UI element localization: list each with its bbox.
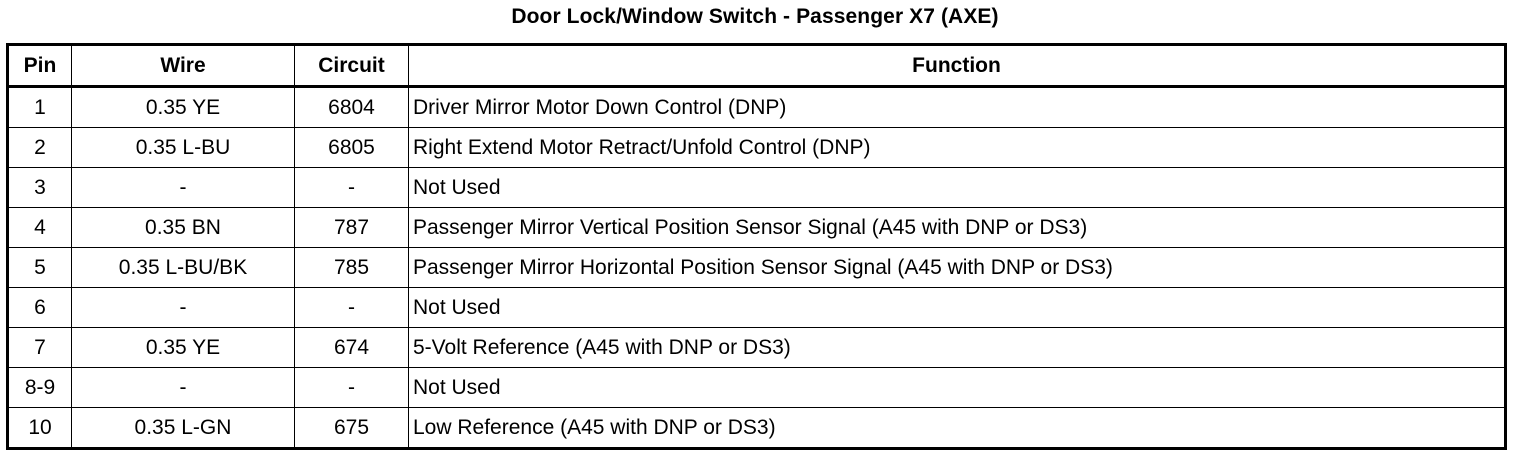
cell-circuit: - (294, 287, 409, 328)
cell-wire: 0.35 L-BU/BK (71, 247, 295, 288)
table-row: 3 - - Not Used (7, 167, 1506, 208)
cell-circuit: 6804 (294, 86, 409, 128)
table-row: 5 0.35 L-BU/BK 785 Passenger Mirror Hori… (7, 247, 1506, 288)
cell-wire: 0.35 L-BU (71, 127, 295, 168)
cell-circuit: 785 (294, 247, 409, 288)
connector-pinout-table: Pin Wire Circuit Function 1 0.35 YE 6804… (6, 43, 1507, 450)
cell-function: Right Extend Motor Retract/Unfold Contro… (408, 127, 1506, 168)
table-row: 4 0.35 BN 787 Passenger Mirror Vertical … (7, 207, 1506, 248)
header-pin: Pin (7, 44, 72, 88)
cell-wire: - (71, 167, 295, 208)
cell-function: Passenger Mirror Vertical Position Senso… (408, 207, 1506, 248)
cell-function: Passenger Mirror Horizontal Position Sen… (408, 247, 1506, 288)
cell-function: Not Used (408, 167, 1506, 208)
cell-function: Not Used (408, 287, 1506, 328)
cell-circuit: - (294, 367, 409, 408)
cell-function: Driver Mirror Motor Down Control (DNP) (408, 86, 1506, 128)
header-circuit: Circuit (294, 44, 409, 88)
cell-pin: 2 (7, 127, 72, 168)
cell-pin: 8-9 (7, 367, 72, 408)
table-row: 7 0.35 YE 674 5-Volt Reference (A45 with… (7, 327, 1506, 368)
table-row: 10 0.35 L-GN 675 Low Reference (A45 with… (7, 407, 1506, 449)
cell-pin: 10 (7, 407, 72, 449)
cell-pin: 1 (7, 86, 72, 128)
table-header-row: Pin Wire Circuit Function (7, 44, 1506, 88)
header-wire: Wire (71, 44, 295, 88)
table-row: 8-9 - - Not Used (7, 367, 1506, 408)
cell-function: Not Used (408, 367, 1506, 408)
cell-circuit: 674 (294, 327, 409, 368)
cell-pin: 3 (7, 167, 72, 208)
cell-circuit: 6805 (294, 127, 409, 168)
cell-circuit: - (294, 167, 409, 208)
header-function: Function (408, 44, 1506, 88)
cell-function: 5-Volt Reference (A45 with DNP or DS3) (408, 327, 1506, 368)
cell-pin: 4 (7, 207, 72, 248)
cell-function: Low Reference (A45 with DNP or DS3) (408, 407, 1506, 449)
table-row: 6 - - Not Used (7, 287, 1506, 328)
cell-circuit: 787 (294, 207, 409, 248)
cell-wire: - (71, 287, 295, 328)
cell-wire: 0.35 BN (71, 207, 295, 248)
cell-pin: 7 (7, 327, 72, 368)
table-row: 2 0.35 L-BU 6805 Right Extend Motor Retr… (7, 127, 1506, 168)
cell-wire: - (71, 367, 295, 408)
cell-wire: 0.35 L-GN (71, 407, 295, 449)
cell-wire: 0.35 YE (71, 327, 295, 368)
cell-circuit: 675 (294, 407, 409, 449)
table-row: 1 0.35 YE 6804 Driver Mirror Motor Down … (7, 86, 1506, 128)
cell-pin: 5 (7, 247, 72, 288)
cell-pin: 6 (7, 287, 72, 328)
page-title: Door Lock/Window Switch - Passenger X7 (… (511, 5, 999, 28)
cell-wire: 0.35 YE (71, 86, 295, 128)
